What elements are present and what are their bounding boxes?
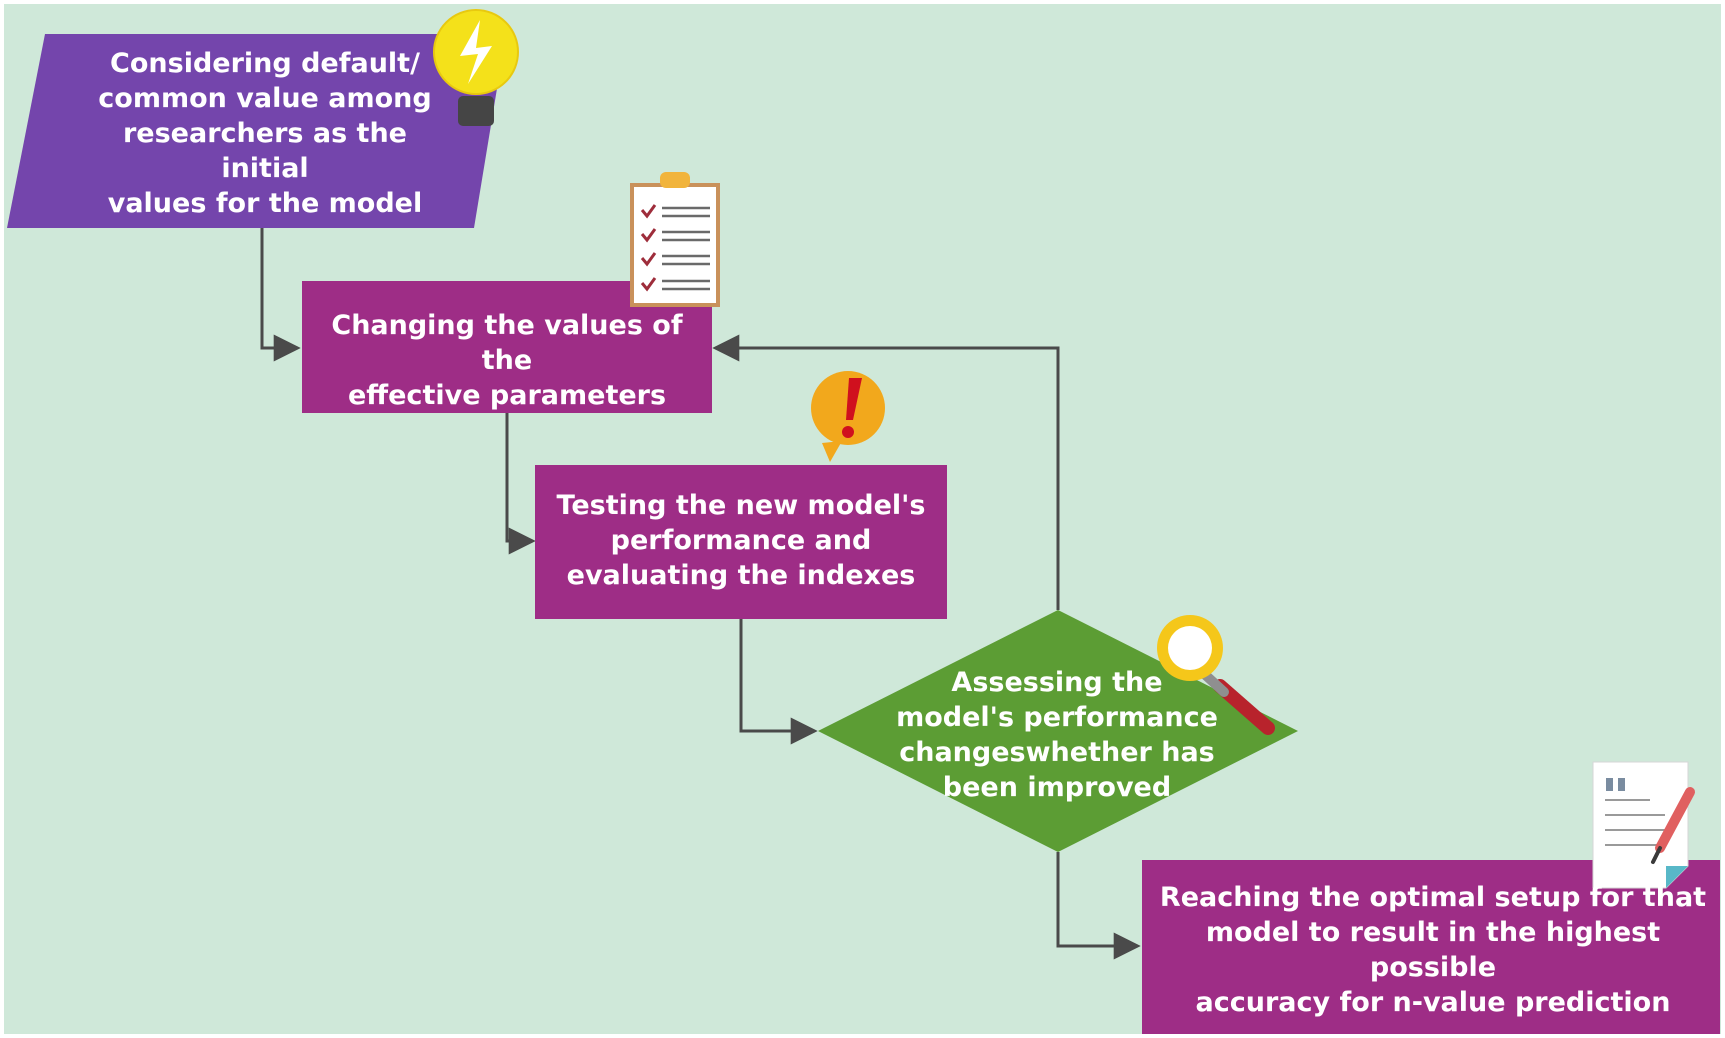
optimal-setup-label: Reaching the optimal setup for that mode… bbox=[1159, 882, 1707, 1018]
connector-step1-to-step2 bbox=[260, 228, 301, 362]
process-box-optimal-setup bbox=[1142, 860, 1720, 1034]
exclamation-icon bbox=[811, 371, 885, 462]
document-pen-icon bbox=[1592, 761, 1695, 889]
clipboard-checklist-icon bbox=[630, 172, 720, 307]
testing-label: Testing the new model's performance and … bbox=[556, 489, 926, 591]
magnifier-icon bbox=[1157, 615, 1275, 735]
connector-step3-to-step4 bbox=[739, 619, 818, 745]
decision-label: Assessing the model's performance change… bbox=[896, 667, 1218, 803]
connector-step2-to-step3 bbox=[505, 413, 536, 555]
lightbulb-icon bbox=[433, 9, 519, 126]
change-values-label: Changing the values of the effective par… bbox=[331, 309, 683, 411]
start-node-label: Considering default/ common value among … bbox=[98, 47, 432, 219]
connectors bbox=[260, 228, 1141, 960]
process-box-testing bbox=[535, 465, 947, 619]
start-parallelogram bbox=[7, 34, 506, 228]
connector-step4-loop-to-step2 bbox=[712, 334, 1060, 610]
connector-step4-to-step5 bbox=[1056, 852, 1141, 960]
